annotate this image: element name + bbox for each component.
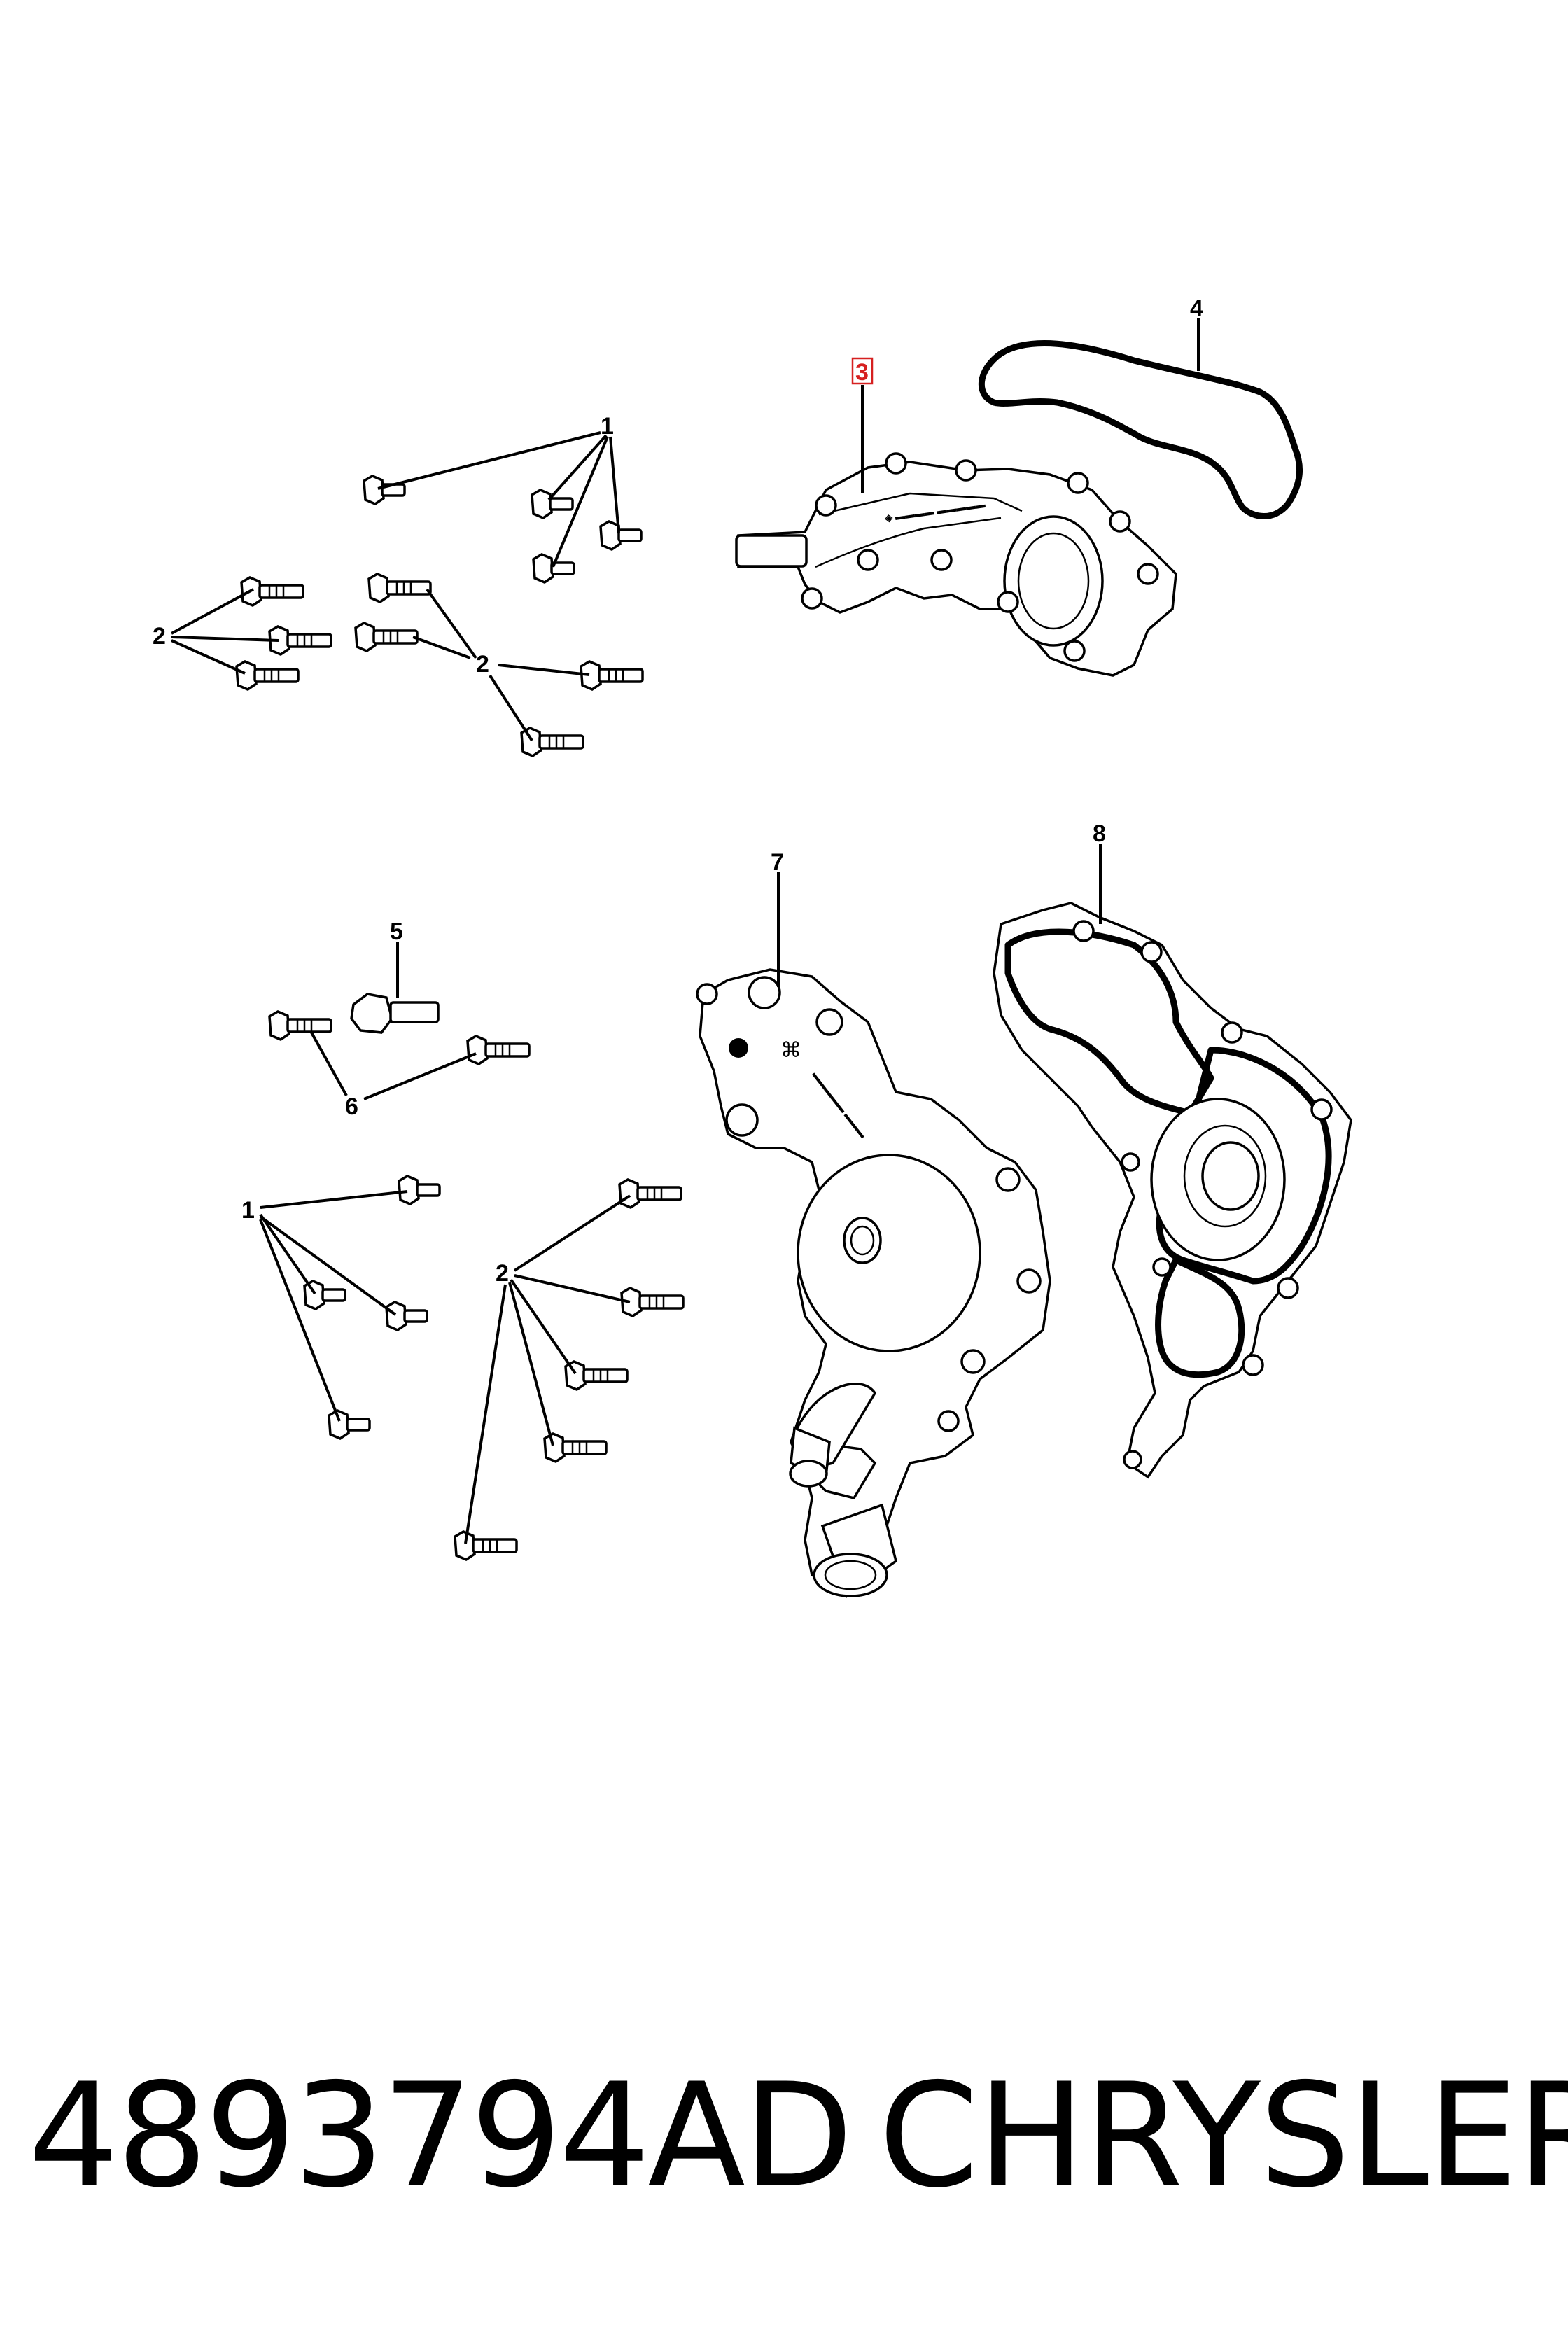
plug-5[interactable]: [350, 993, 393, 1034]
water-pump-gasket[interactable]: [993, 902, 1352, 1479]
bolt-2f[interactable]: [580, 660, 644, 691]
callout-7: 7: [771, 849, 784, 876]
bolt-2c[interactable]: [235, 660, 300, 691]
bolt-2h[interactable]: [618, 1178, 682, 1209]
bolt-2l[interactable]: [454, 1530, 518, 1561]
thermostat-housing[interactable]: ◈ ▬▬▬▬ ▬▬▬▬▬: [735, 452, 1177, 677]
callout-2-mid: 2: [476, 651, 489, 678]
housing-seal[interactable]: [978, 340, 1303, 519]
upper-bolt-group: 1 2 2: [153, 413, 644, 757]
callout-8: 8: [1093, 820, 1106, 847]
callout-1-bottom: 1: [241, 1197, 255, 1224]
bolt-2d[interactable]: [368, 573, 432, 603]
bolt-2j[interactable]: [564, 1360, 629, 1391]
callout-2-bottom: 2: [496, 1260, 509, 1287]
callout-5: 5: [390, 918, 403, 945]
bolt-2e[interactable]: [354, 622, 419, 652]
part-number: 4893794AD: [28, 2053, 853, 2220]
plug-group: 5 6: [268, 918, 531, 1120]
lower-bolt-group: 1 2: [241, 1175, 685, 1561]
callout-6: 6: [345, 1093, 358, 1120]
brand-name: CHRYSLER: [878, 2053, 1568, 2220]
svg-text:⌘: ⌘: [780, 1039, 802, 1062]
bolt-1g[interactable]: [385, 1301, 428, 1331]
bolt-6a[interactable]: [268, 1010, 332, 1041]
bolt-1e[interactable]: [398, 1175, 441, 1205]
water-pump[interactable]: ⌘ ▬▬▬▬▬ ▬▬▬: [696, 968, 1051, 1598]
bolt-2i[interactable]: [620, 1287, 685, 1317]
bolt-2b[interactable]: [268, 625, 332, 656]
bolt-6b[interactable]: [466, 1035, 531, 1065]
bolt-1d[interactable]: [532, 553, 575, 584]
bolt-2g[interactable]: [520, 727, 584, 757]
bolt-1h[interactable]: [328, 1409, 371, 1440]
bolt-2k[interactable]: [543, 1432, 608, 1463]
callout-3: 3: [855, 359, 869, 386]
bolt-1a[interactable]: [363, 475, 406, 505]
callout-4: 4: [1190, 295, 1203, 322]
callout-1-top: 1: [601, 413, 614, 440]
callout-3-box: [851, 357, 874, 385]
callout-2-left: 2: [153, 623, 166, 650]
bolt-1c[interactable]: [599, 520, 643, 551]
